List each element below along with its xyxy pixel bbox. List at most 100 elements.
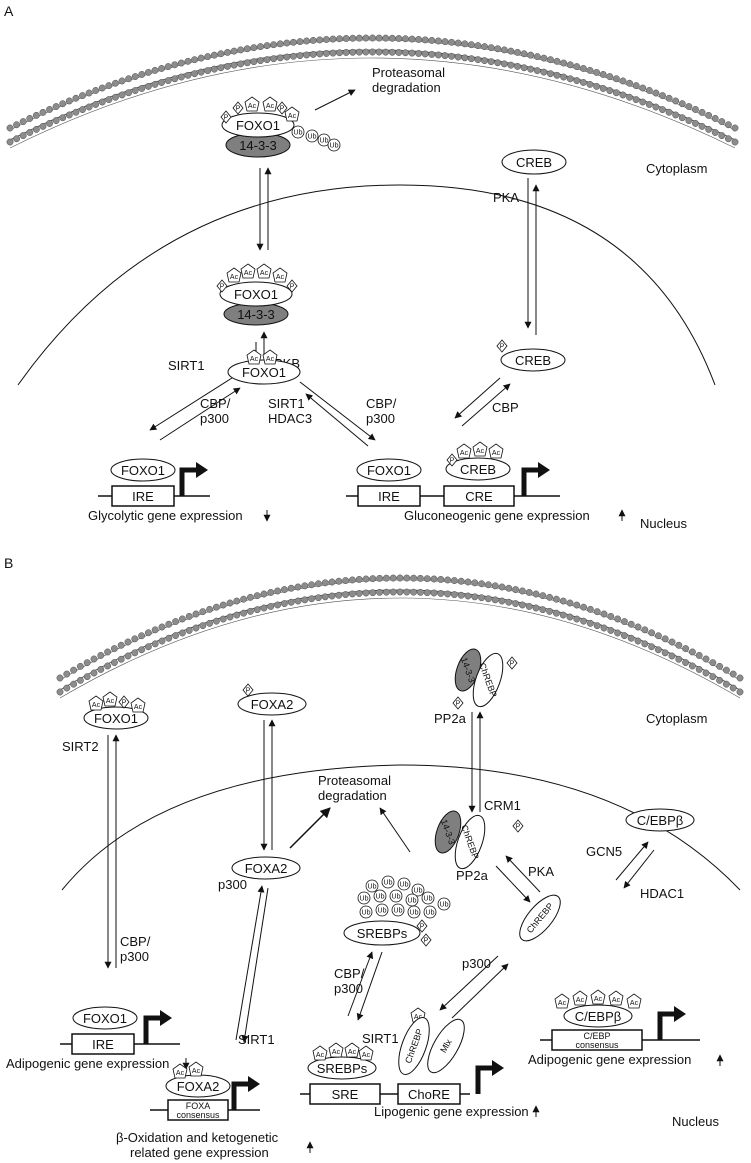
acetyl-mark <box>188 1061 204 1077</box>
dna-glycolytic: IRE FOXO1 <box>98 458 210 507</box>
membrane-bead <box>355 48 363 56</box>
membrane-bead <box>498 583 506 591</box>
membrane-bead <box>648 629 655 637</box>
membrane-bead <box>736 688 744 696</box>
acetyl-mark <box>256 263 272 279</box>
svg-text:C/EBPβ: C/EBPβ <box>637 813 684 828</box>
membrane-bead <box>709 673 717 681</box>
arrow-cebpb-down <box>623 849 655 889</box>
membrane-bead <box>335 591 343 599</box>
phospho-label: P <box>424 938 429 945</box>
ubiquitin-label: Ub <box>394 908 403 915</box>
ubiquitin-label: Ub <box>360 896 369 903</box>
membrane-bead <box>580 65 587 72</box>
acetyl-label: Ac <box>266 103 275 110</box>
membrane-bead <box>725 135 732 143</box>
arrow-srebp-up <box>347 951 374 1017</box>
membrane-bead <box>512 586 519 593</box>
acetyl-label: Ac <box>362 1052 371 1059</box>
ubiquitin-label: Ub <box>392 894 401 901</box>
membrane-bead <box>731 124 739 132</box>
acetyl-mark <box>608 990 624 1006</box>
membrane-bead <box>309 37 317 44</box>
membrane-bead <box>287 584 295 592</box>
membrane-bead <box>403 574 411 582</box>
membrane-bead <box>645 87 653 94</box>
membrane-bead <box>280 600 288 607</box>
acetyl-label: Ac <box>348 1049 357 1056</box>
membrane-bead <box>600 624 608 632</box>
membrane-bead <box>217 50 225 58</box>
membrane-bead <box>464 592 472 600</box>
membrane-bead <box>457 577 465 585</box>
proteasomal-b-2: degradation <box>318 788 387 803</box>
phospho-mark <box>276 101 288 115</box>
membrane-bead <box>92 101 100 108</box>
membrane-bead <box>316 36 324 44</box>
membrane-bead <box>593 608 601 616</box>
cbp-p300-b2-2: p300 <box>334 981 363 996</box>
membrane-bead <box>348 576 356 584</box>
membrane-bead <box>606 73 614 80</box>
membrane-bead <box>478 580 485 588</box>
acetyl-mark <box>590 989 606 1005</box>
membrane-bead <box>505 584 513 592</box>
svg-text:FOXO1: FOXO1 <box>94 711 138 726</box>
membrane-bead <box>668 652 676 660</box>
membrane-bead <box>599 85 607 92</box>
ubiquitin-mark <box>391 903 405 917</box>
arrow-chrebp-down <box>495 865 531 903</box>
membrane-bead <box>641 626 649 634</box>
membrane-bead <box>308 595 315 603</box>
phospho-label: P <box>236 106 241 113</box>
membrane-bead <box>580 603 587 611</box>
membrane-bead <box>573 63 581 70</box>
membrane-bead <box>546 607 553 615</box>
svg-text:consensus: consensus <box>176 1110 220 1120</box>
phospho-label: P <box>280 106 285 113</box>
acetyl-mark <box>262 96 278 112</box>
membrane-bead <box>39 122 47 130</box>
membrane-bead <box>593 68 600 76</box>
arrow-cbp-a2 <box>299 381 376 441</box>
membrane-bead <box>158 79 165 86</box>
membrane-bead <box>448 38 455 46</box>
svg-text:IRE: IRE <box>378 489 400 504</box>
svg-text:C/EBPβ: C/EBPβ <box>575 1009 622 1024</box>
membrane-bead <box>177 59 185 67</box>
membrane-bead <box>59 100 67 108</box>
membrane-bead <box>711 129 719 136</box>
membrane-bead <box>382 588 390 596</box>
acetyl-label: Ac <box>630 1000 639 1007</box>
membrane-bead <box>634 637 642 645</box>
cbp-p300-b1-1: CBP/ <box>120 934 151 949</box>
membrane-bead <box>257 43 264 50</box>
membrane-bead <box>83 673 91 681</box>
chrebp-nuclear-complex: 14-3-3 ChREBP <box>434 810 486 870</box>
membrane-bead <box>586 67 594 74</box>
membrane-bead <box>718 132 726 139</box>
membrane-bead <box>645 101 653 108</box>
membrane-bead <box>430 589 438 597</box>
membrane-bead <box>698 122 706 130</box>
glycolytic-label: Glycolytic gene expression <box>88 508 243 523</box>
membrane-bead <box>349 34 357 42</box>
beta-ox-label-1: β-Oxidation and ketogenetic <box>116 1130 279 1145</box>
membrane-bead <box>566 613 574 621</box>
membrane-bead <box>619 91 627 99</box>
membrane-bead <box>682 645 689 652</box>
cbp-p300-b2-1: CBP/ <box>334 966 365 981</box>
hdac1-label: HDAC1 <box>640 886 684 901</box>
membrane-bead <box>303 51 310 59</box>
membrane-bead <box>621 618 628 625</box>
membrane-bead <box>184 57 192 65</box>
membrane-bead <box>415 50 423 57</box>
membrane-bead <box>648 643 655 651</box>
membrane-bead <box>355 576 363 583</box>
membrane-bead <box>655 646 662 654</box>
foxa2-nuclear <box>231 856 301 880</box>
membrane-bead <box>725 121 732 129</box>
arrow-foxa2-degradation <box>289 807 331 849</box>
ubiquitin-label: Ub <box>410 910 419 917</box>
